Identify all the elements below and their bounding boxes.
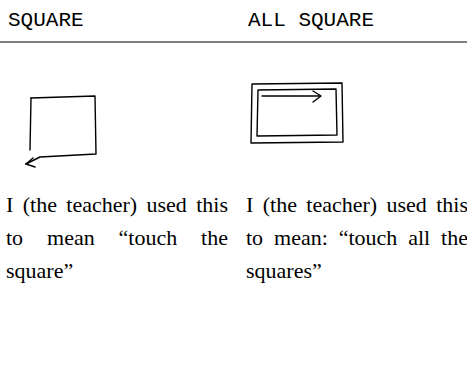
description-text: I (the teacher) used this to mean: “touc… [246, 188, 467, 287]
description-text: I (the teacher) used this to mean “touch… [6, 188, 228, 287]
header-rule [0, 41, 467, 42]
column-header: ALL SQUARE [248, 8, 374, 34]
column-header: SQUARE [8, 8, 84, 34]
square-sketch [26, 96, 96, 167]
all-square-sketch [251, 83, 343, 143]
